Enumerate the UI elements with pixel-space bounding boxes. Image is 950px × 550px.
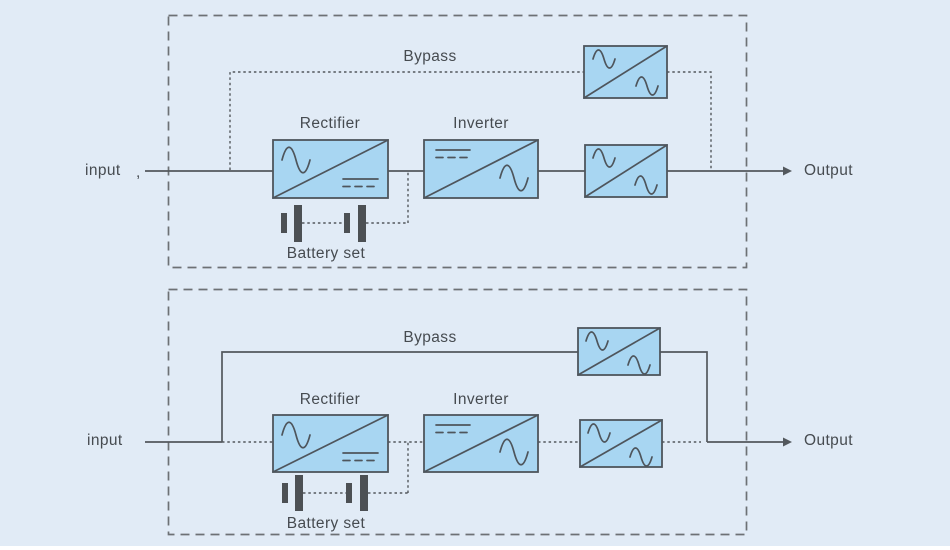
- battery-cell-icon: [344, 205, 366, 242]
- output-switch-block: [584, 144, 668, 198]
- bypass-path: [229, 71, 712, 170]
- stray-mark: ,: [136, 164, 141, 181]
- inverter-label: Inverter: [453, 391, 509, 408]
- battery-set-label: Battery set: [286, 245, 366, 262]
- battery-cell-icon: [282, 475, 303, 511]
- bypass-label: Bypass: [403, 48, 457, 65]
- bypass-path: [221, 351, 708, 442]
- input-label: input: [85, 162, 121, 179]
- main-path: [145, 437, 792, 447]
- sine-wave-icon: [627, 355, 651, 375]
- sine-wave-icon: [499, 164, 529, 192]
- output-label: Output: [804, 432, 853, 449]
- sine-wave-icon: [635, 76, 659, 96]
- arrowhead-icon: [783, 437, 792, 447]
- sine-wave-icon: [281, 421, 311, 449]
- inverter-block: [423, 414, 539, 473]
- battery-cell-icon: [281, 205, 302, 242]
- sine-wave-icon: [592, 49, 616, 69]
- dc-symbol-icon: [342, 178, 379, 188]
- sine-wave-icon: [585, 331, 609, 351]
- dashed-frame: [167, 288, 748, 536]
- sine-wave-icon: [281, 146, 311, 174]
- diagram-bottom: [145, 288, 792, 536]
- dashed-frame: [167, 14, 748, 269]
- battery-set: [282, 442, 409, 511]
- rectifier-block: [272, 414, 389, 473]
- dc-symbol-icon: [435, 149, 471, 159]
- rectifier-block: [272, 139, 389, 199]
- battery-cell-icon: [346, 475, 368, 511]
- sine-wave-icon: [499, 438, 529, 466]
- bypass-label: Bypass: [403, 329, 457, 346]
- output-switch-block: [579, 419, 663, 468]
- bypass-switch-block: [577, 327, 661, 376]
- sine-wave-icon: [587, 423, 611, 443]
- bypass-switch-block: [583, 45, 668, 99]
- sine-wave-icon: [629, 447, 653, 467]
- arrowhead-icon: [783, 166, 792, 176]
- dc-symbol-icon: [342, 452, 379, 462]
- diagram-top: [145, 14, 792, 269]
- battery-set: [281, 171, 409, 242]
- dc-symbol-icon: [435, 424, 471, 434]
- rectifier-label: Rectifier: [299, 115, 361, 132]
- input-label: input: [87, 432, 123, 449]
- bottom-white-strip: [0, 546, 950, 550]
- main-path: [145, 166, 792, 176]
- battery-set-label: Battery set: [286, 515, 366, 532]
- inverter-block: [423, 139, 539, 199]
- inverter-label: Inverter: [453, 115, 509, 132]
- sine-wave-icon: [634, 175, 658, 195]
- rectifier-label: Rectifier: [299, 391, 361, 408]
- sine-wave-icon: [592, 148, 616, 168]
- output-label: Output: [804, 162, 853, 179]
